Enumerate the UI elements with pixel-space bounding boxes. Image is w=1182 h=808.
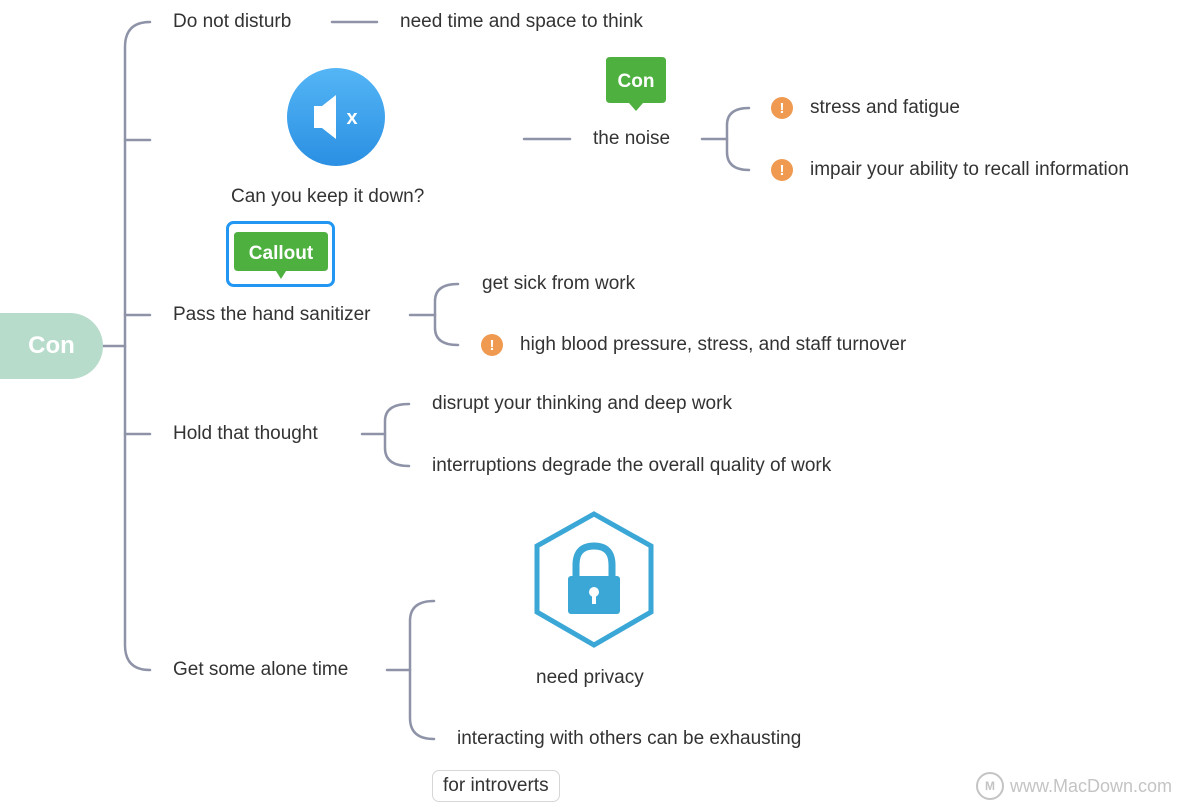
subtopic-disrupt-thinking[interactable]: disrupt your thinking and deep work [432,393,732,414]
root-node[interactable]: Con [0,313,103,379]
warning-icon: ! [771,159,793,181]
padlock-icon [534,511,654,648]
subtopic-impair-recall[interactable]: impair your ability to recall informatio… [810,159,1129,180]
subtopic-interruptions[interactable]: interruptions degrade the overall qualit… [432,455,832,476]
branch-keep-it-down[interactable]: Can you keep it down? [231,186,425,207]
marker-con-bubble: Con [606,57,666,111]
subtopic-get-sick[interactable]: get sick from work [482,273,636,294]
topic-the-noise[interactable]: the noise [593,128,671,149]
muted-speaker-icon: x [287,68,385,166]
marker-con-text: Con [618,71,655,92]
callout-text: Callout [249,243,314,264]
subtopic-need-privacy[interactable]: need privacy [536,667,644,688]
watermark-logo-icon: M [975,772,1004,800]
subtopic-stress-fatigue[interactable]: stress and fatigue [810,97,960,118]
warning-icon: ! [771,97,793,119]
subtopic-interacting-exhausting[interactable]: interacting with others can be exhaustin… [457,728,802,749]
root-label: Con [28,332,75,359]
subtopic-need-time[interactable]: need time and space to think [400,11,643,32]
branch-alone-time[interactable]: Get some alone time [173,659,349,680]
watermark-text: www.MacDown.com [1009,775,1172,796]
branch-hand-sanitizer[interactable]: Pass the hand sanitizer [173,304,371,325]
subtopic-blood-pressure[interactable]: high blood pressure, stress, and staff t… [520,334,907,355]
watermark: M www.MacDown.com [975,772,1172,800]
warning-icon: ! [481,334,503,356]
callout-bubble: Callout [226,221,335,287]
branch-do-not-disturb[interactable]: Do not disturb [173,11,292,32]
svg-text:x: x [346,107,357,129]
branch-hold-thought[interactable]: Hold that thought [173,423,318,444]
label-tag-introverts[interactable]: for introverts [432,770,560,802]
